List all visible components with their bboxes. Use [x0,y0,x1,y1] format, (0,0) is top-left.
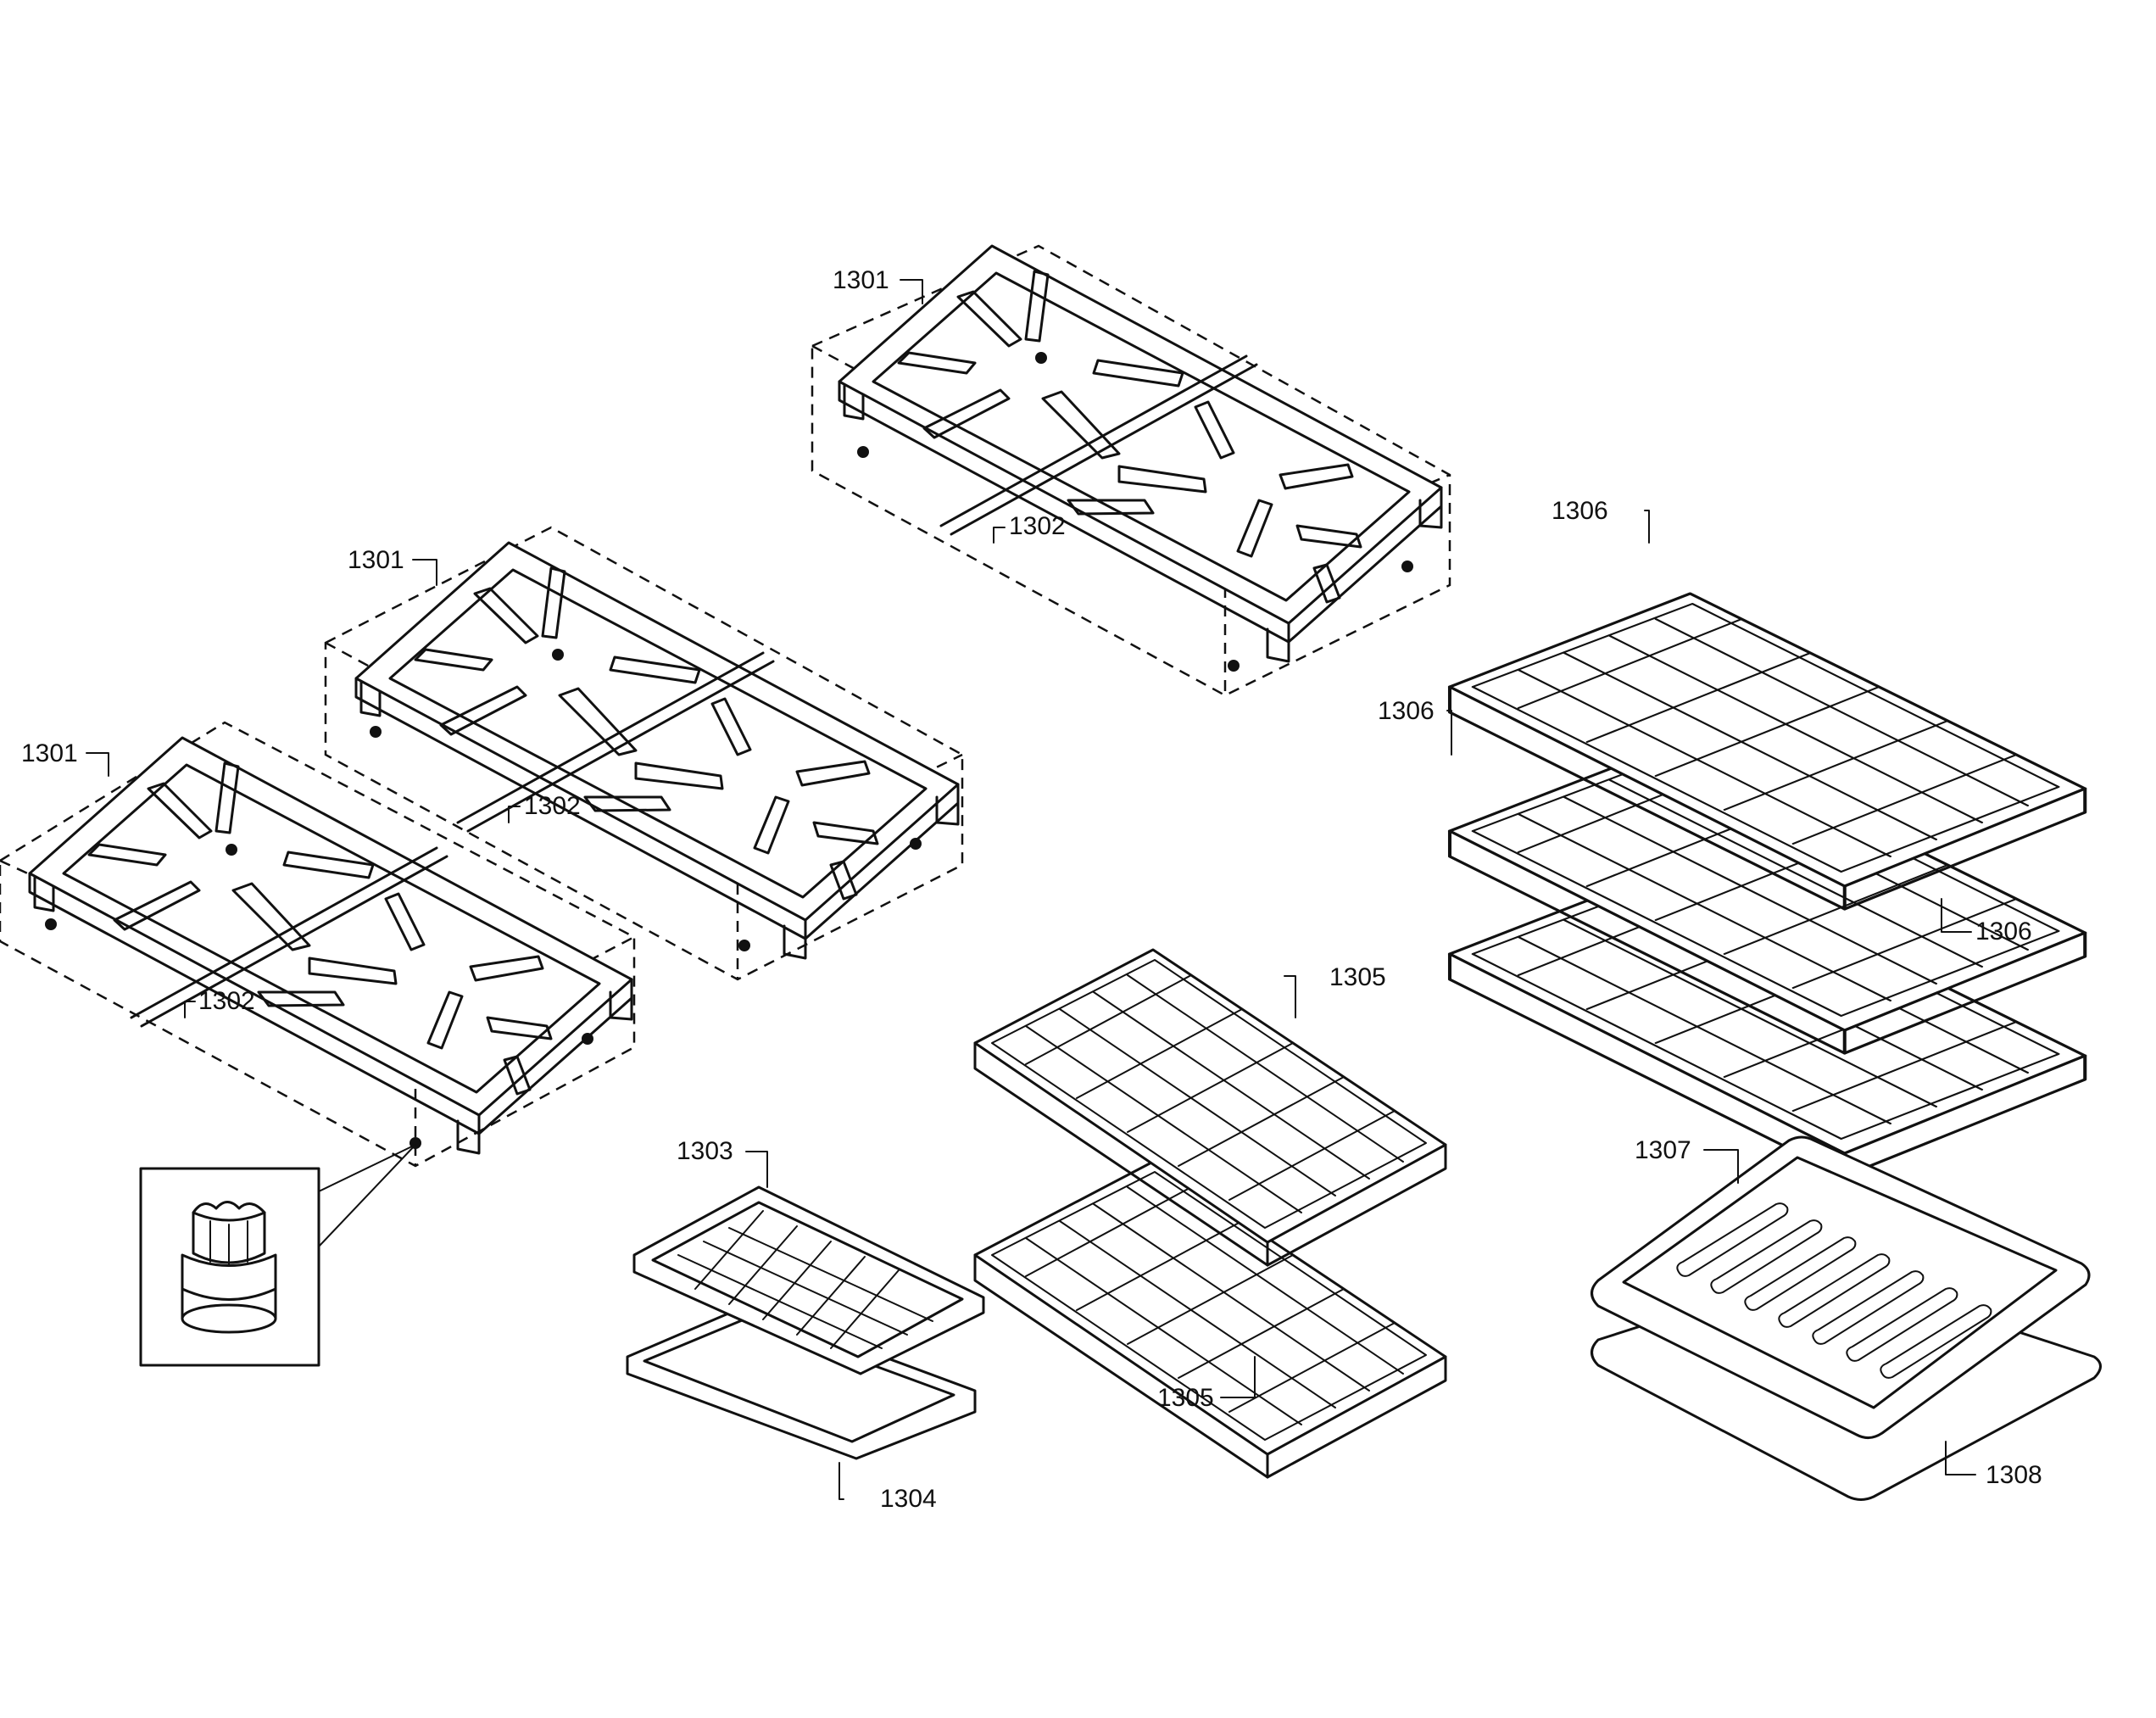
label-1308: 1308 [1986,1461,2042,1489]
broil-pan-large [1591,1135,2102,1501]
label-1305-lower: 1305 [1157,1384,1214,1412]
label-1305-upper: 1305 [1329,963,1386,991]
label-1302-top: 1302 [1009,512,1066,540]
label-1301-top: 1301 [833,266,889,294]
leader-lines [86,279,1976,1500]
label-1304: 1304 [880,1485,937,1513]
label-1302-left: 1302 [198,987,255,1015]
rack-1306-stack [1450,594,2085,1176]
label-1306-bottom: 1306 [1975,918,2032,945]
label-1302-mid: 1302 [524,792,581,820]
grate-middle-assembly [324,526,964,981]
grate-top-assembly [811,244,1451,697]
label-1306-top: 1306 [1552,497,1608,525]
grommet-detail [139,1144,416,1367]
label-1303: 1303 [677,1137,733,1165]
part-labels: 1301 1302 1301 1302 1301 1302 1303 1304 … [21,266,2042,1513]
label-1307: 1307 [1635,1136,1691,1164]
label-1306-mid: 1306 [1378,697,1435,725]
broil-pan-small [626,1185,985,1460]
label-1301-left: 1301 [21,739,78,767]
grate-left-assembly [0,721,636,1168]
label-1301-mid: 1301 [348,546,404,574]
